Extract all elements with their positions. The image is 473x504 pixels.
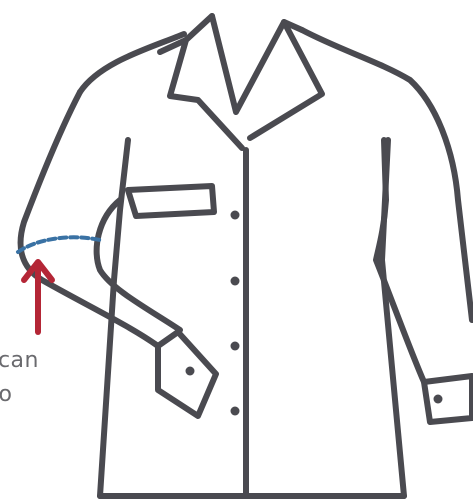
measure-line <box>18 237 100 252</box>
annotation-label-line-2: do <box>0 384 12 406</box>
annotation-label-line-1: ocan <box>0 350 39 372</box>
shirt-button-1 <box>231 211 240 220</box>
red-arrow-icon <box>24 262 52 332</box>
left-shoulder <box>80 34 184 92</box>
chest-pocket <box>128 186 214 216</box>
right-cuff-button <box>434 395 443 404</box>
left-cuff-button <box>186 367 195 376</box>
left-body-side <box>100 140 128 496</box>
shirt-button-3 <box>231 342 240 351</box>
shirt-button-4 <box>231 407 240 416</box>
left-sleeve-outer <box>21 92 158 346</box>
shirt-button-2 <box>231 277 240 286</box>
right-cuff <box>424 376 472 422</box>
